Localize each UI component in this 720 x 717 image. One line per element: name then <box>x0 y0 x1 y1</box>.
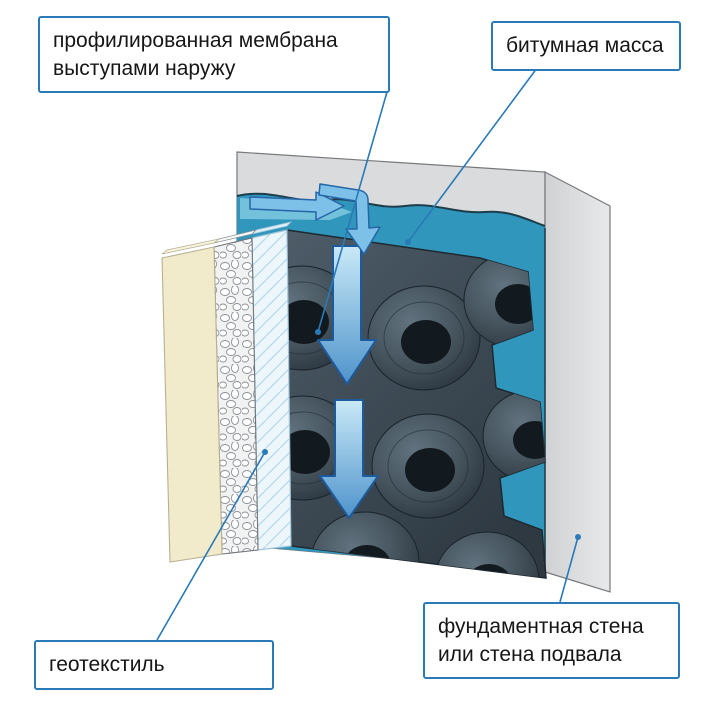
leader-dots <box>262 239 581 540</box>
dimple-cone <box>367 285 481 391</box>
leader-line-geotextile <box>156 451 266 641</box>
insulation-board <box>161 238 223 563</box>
callout-geotextile-text: геотекстиль <box>49 653 165 676</box>
water-inflow-arrows <box>249 183 381 255</box>
geotextile-face <box>251 229 292 551</box>
callout-bitumen-mass: битумная масса <box>491 21 681 71</box>
insulation-face <box>161 246 223 563</box>
geotextile-layer <box>250 221 293 551</box>
water-arrow-bend-down <box>318 183 381 255</box>
leader-line-bitumen <box>407 63 541 243</box>
callout-membrane-line2: выступами наружу <box>53 56 236 80</box>
insulation-top-edge <box>161 238 220 255</box>
callout-wall-line1: фундаментная стена <box>438 615 644 638</box>
callout-profiled-membrane: профилированная мембрана выступами наруж… <box>38 16 390 94</box>
callout-foundation-wall: фундаментная стена или стена подвала <box>423 602 680 680</box>
leader-line-wall <box>559 536 579 603</box>
wall-side-face <box>544 171 611 593</box>
water-arrow-down-1 <box>317 245 377 385</box>
water-arrow-right <box>249 191 345 221</box>
callout-bitumen-text: битумная масса <box>506 34 664 57</box>
leader-dot-bitumen <box>405 239 411 245</box>
callout-membrane-line1: профилированная мембрана <box>53 29 338 52</box>
leader-line-membrane <box>317 91 388 333</box>
leader-dot-membrane <box>315 329 321 335</box>
water-flow-arrows <box>317 245 379 519</box>
leader-dot-geotextile <box>262 449 268 455</box>
water-arrow-down-2 <box>319 399 379 519</box>
leader-lines <box>156 63 579 641</box>
leader-dot-wall <box>575 534 581 540</box>
dimple-cone <box>371 413 485 519</box>
callout-wall-line2: или стена подвала <box>438 642 622 666</box>
callout-geotextile: геотекстиль <box>34 640 274 690</box>
dimple-cone <box>310 511 420 578</box>
